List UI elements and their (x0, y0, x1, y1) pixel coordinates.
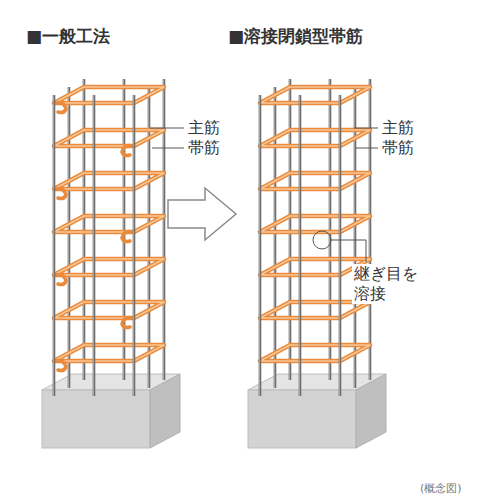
hoop-shine (260, 87, 370, 103)
base-side (150, 374, 180, 448)
part-name: 帯筋 (380, 138, 416, 158)
main-bar (299, 95, 302, 396)
main-bar-shine (329, 79, 330, 380)
method-heading: ■一般工法 (26, 26, 110, 47)
hoop (54, 173, 164, 189)
hoop (54, 345, 164, 361)
hoop-shine (260, 173, 370, 189)
main-bar-shine (123, 79, 124, 380)
hoop-shine (260, 302, 370, 318)
main-bar (123, 79, 126, 380)
main-bar (133, 95, 136, 396)
direction-arrow (168, 188, 236, 240)
method-heading: ■溶接閉鎖型帯筋 (228, 26, 363, 47)
hoop (54, 130, 164, 146)
main-bar-shine (274, 87, 275, 388)
main-bar (274, 87, 277, 388)
hoop (260, 345, 370, 361)
main-bar-shine (68, 87, 69, 388)
hoop-hook (56, 275, 66, 285)
main-bar (68, 87, 71, 388)
base-front (248, 390, 356, 448)
rebar-cage (53, 79, 370, 396)
main-bar-shine (163, 79, 164, 380)
main-bar-shine (339, 95, 340, 396)
hoop (260, 216, 370, 232)
part-name: 主筋 (380, 118, 416, 138)
caption-note: (概念図) (420, 482, 462, 496)
hoop-hook (122, 146, 132, 156)
hoop-shine (260, 345, 370, 361)
hoop (260, 130, 370, 146)
main-bar (339, 95, 342, 396)
main-bar-shine (93, 95, 94, 396)
welded-cage (259, 79, 370, 396)
main-bar-shine (369, 79, 370, 380)
main-bar (53, 95, 56, 396)
hoop (54, 216, 164, 232)
main-bar (289, 79, 292, 380)
hoop (54, 259, 164, 275)
hoop-shine (54, 173, 164, 189)
hoop-shine (260, 216, 370, 232)
base-side (356, 374, 386, 448)
base-front (42, 390, 150, 448)
hoop-hook (122, 318, 132, 328)
hoop-hook (122, 232, 132, 242)
hoop-shine (54, 216, 164, 232)
main-bar (259, 95, 262, 396)
main-bar (369, 79, 372, 380)
hoop-hook (56, 189, 66, 199)
hoop-hook (56, 361, 66, 371)
general-cage (53, 79, 164, 396)
hoop-shine (54, 130, 164, 146)
hoop (54, 302, 164, 318)
main-bar-shine (259, 95, 260, 396)
main-bar-shine (289, 79, 290, 380)
main-bar (83, 79, 86, 380)
main-bar (329, 79, 332, 380)
main-bar (163, 79, 166, 380)
main-bar-shine (53, 95, 54, 396)
main-bar-shine (299, 95, 300, 396)
hoop (260, 302, 370, 318)
hoop (260, 173, 370, 189)
hoop-shine (54, 302, 164, 318)
part-name: 主筋 (186, 118, 222, 138)
hoop-shine (54, 259, 164, 275)
hoop (260, 87, 370, 103)
callout-note: 継ぎ目を 溶接 (352, 264, 425, 304)
hoop-shine (54, 87, 164, 103)
hoop-shine (260, 130, 370, 146)
hoop-hook (56, 103, 66, 113)
main-bar (93, 95, 96, 396)
leader-lines (150, 128, 378, 262)
main-bar-shine (133, 95, 134, 396)
part-name: 帯筋 (186, 138, 222, 158)
hoop (54, 87, 164, 103)
main-bar-shine (83, 79, 84, 380)
hoop-shine (54, 345, 164, 361)
